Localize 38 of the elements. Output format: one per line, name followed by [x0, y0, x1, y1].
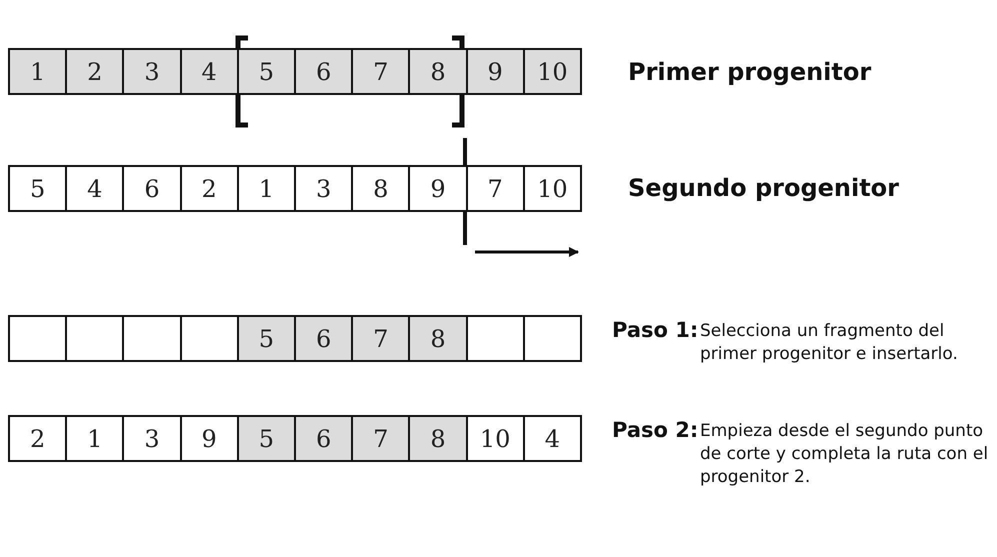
- row-title: Primer progenitor: [628, 57, 872, 88]
- number-cell: 9: [408, 165, 468, 212]
- number-cell: 6: [294, 48, 354, 95]
- number-cell: 4: [522, 415, 582, 462]
- number-cell: 2: [180, 165, 239, 212]
- number-cell: 1: [8, 48, 68, 95]
- number-cell: 8: [351, 165, 410, 212]
- number-cell: 1: [65, 415, 124, 462]
- number-cell: 8: [408, 415, 468, 462]
- number-cell: 8: [408, 315, 468, 362]
- number-cell: 4: [65, 165, 124, 212]
- number-cell: 5: [236, 415, 296, 462]
- number-cell: 7: [466, 165, 525, 212]
- number-cell: 1: [236, 165, 296, 212]
- number-cell: 3: [122, 48, 182, 95]
- number-cell: 7: [351, 48, 410, 95]
- number-cell: 9: [466, 48, 525, 95]
- number-cell: 8: [408, 48, 468, 95]
- number-cell: 10: [522, 48, 582, 95]
- number-cell: 4: [180, 48, 239, 95]
- number-cell: 7: [351, 415, 410, 462]
- number-cell: 5: [236, 48, 296, 95]
- number-cell: 7: [351, 315, 410, 362]
- step-description: Empieza desde el segundo punto de corte y completa la ruta con el progenitor 2.: [700, 420, 990, 489]
- number-cell: 2: [65, 48, 124, 95]
- number-cell: 3: [294, 165, 354, 212]
- step-description: Selecciona un fragmento del primer progenitor e insertarlo.: [700, 320, 959, 366]
- number-cell: 5: [236, 315, 296, 362]
- number-cell: 10: [522, 165, 582, 212]
- row-title: Segundo progenitor: [628, 173, 900, 204]
- number-cell: 6: [294, 415, 354, 462]
- number-cell: 6: [294, 315, 354, 362]
- number-cell: 2: [8, 415, 68, 462]
- number-cell: 10: [466, 415, 525, 462]
- number-cell: 9: [180, 415, 239, 462]
- number-cell: 6: [122, 165, 182, 212]
- number-cell: 3: [122, 415, 182, 462]
- number-cell: 5: [8, 165, 68, 212]
